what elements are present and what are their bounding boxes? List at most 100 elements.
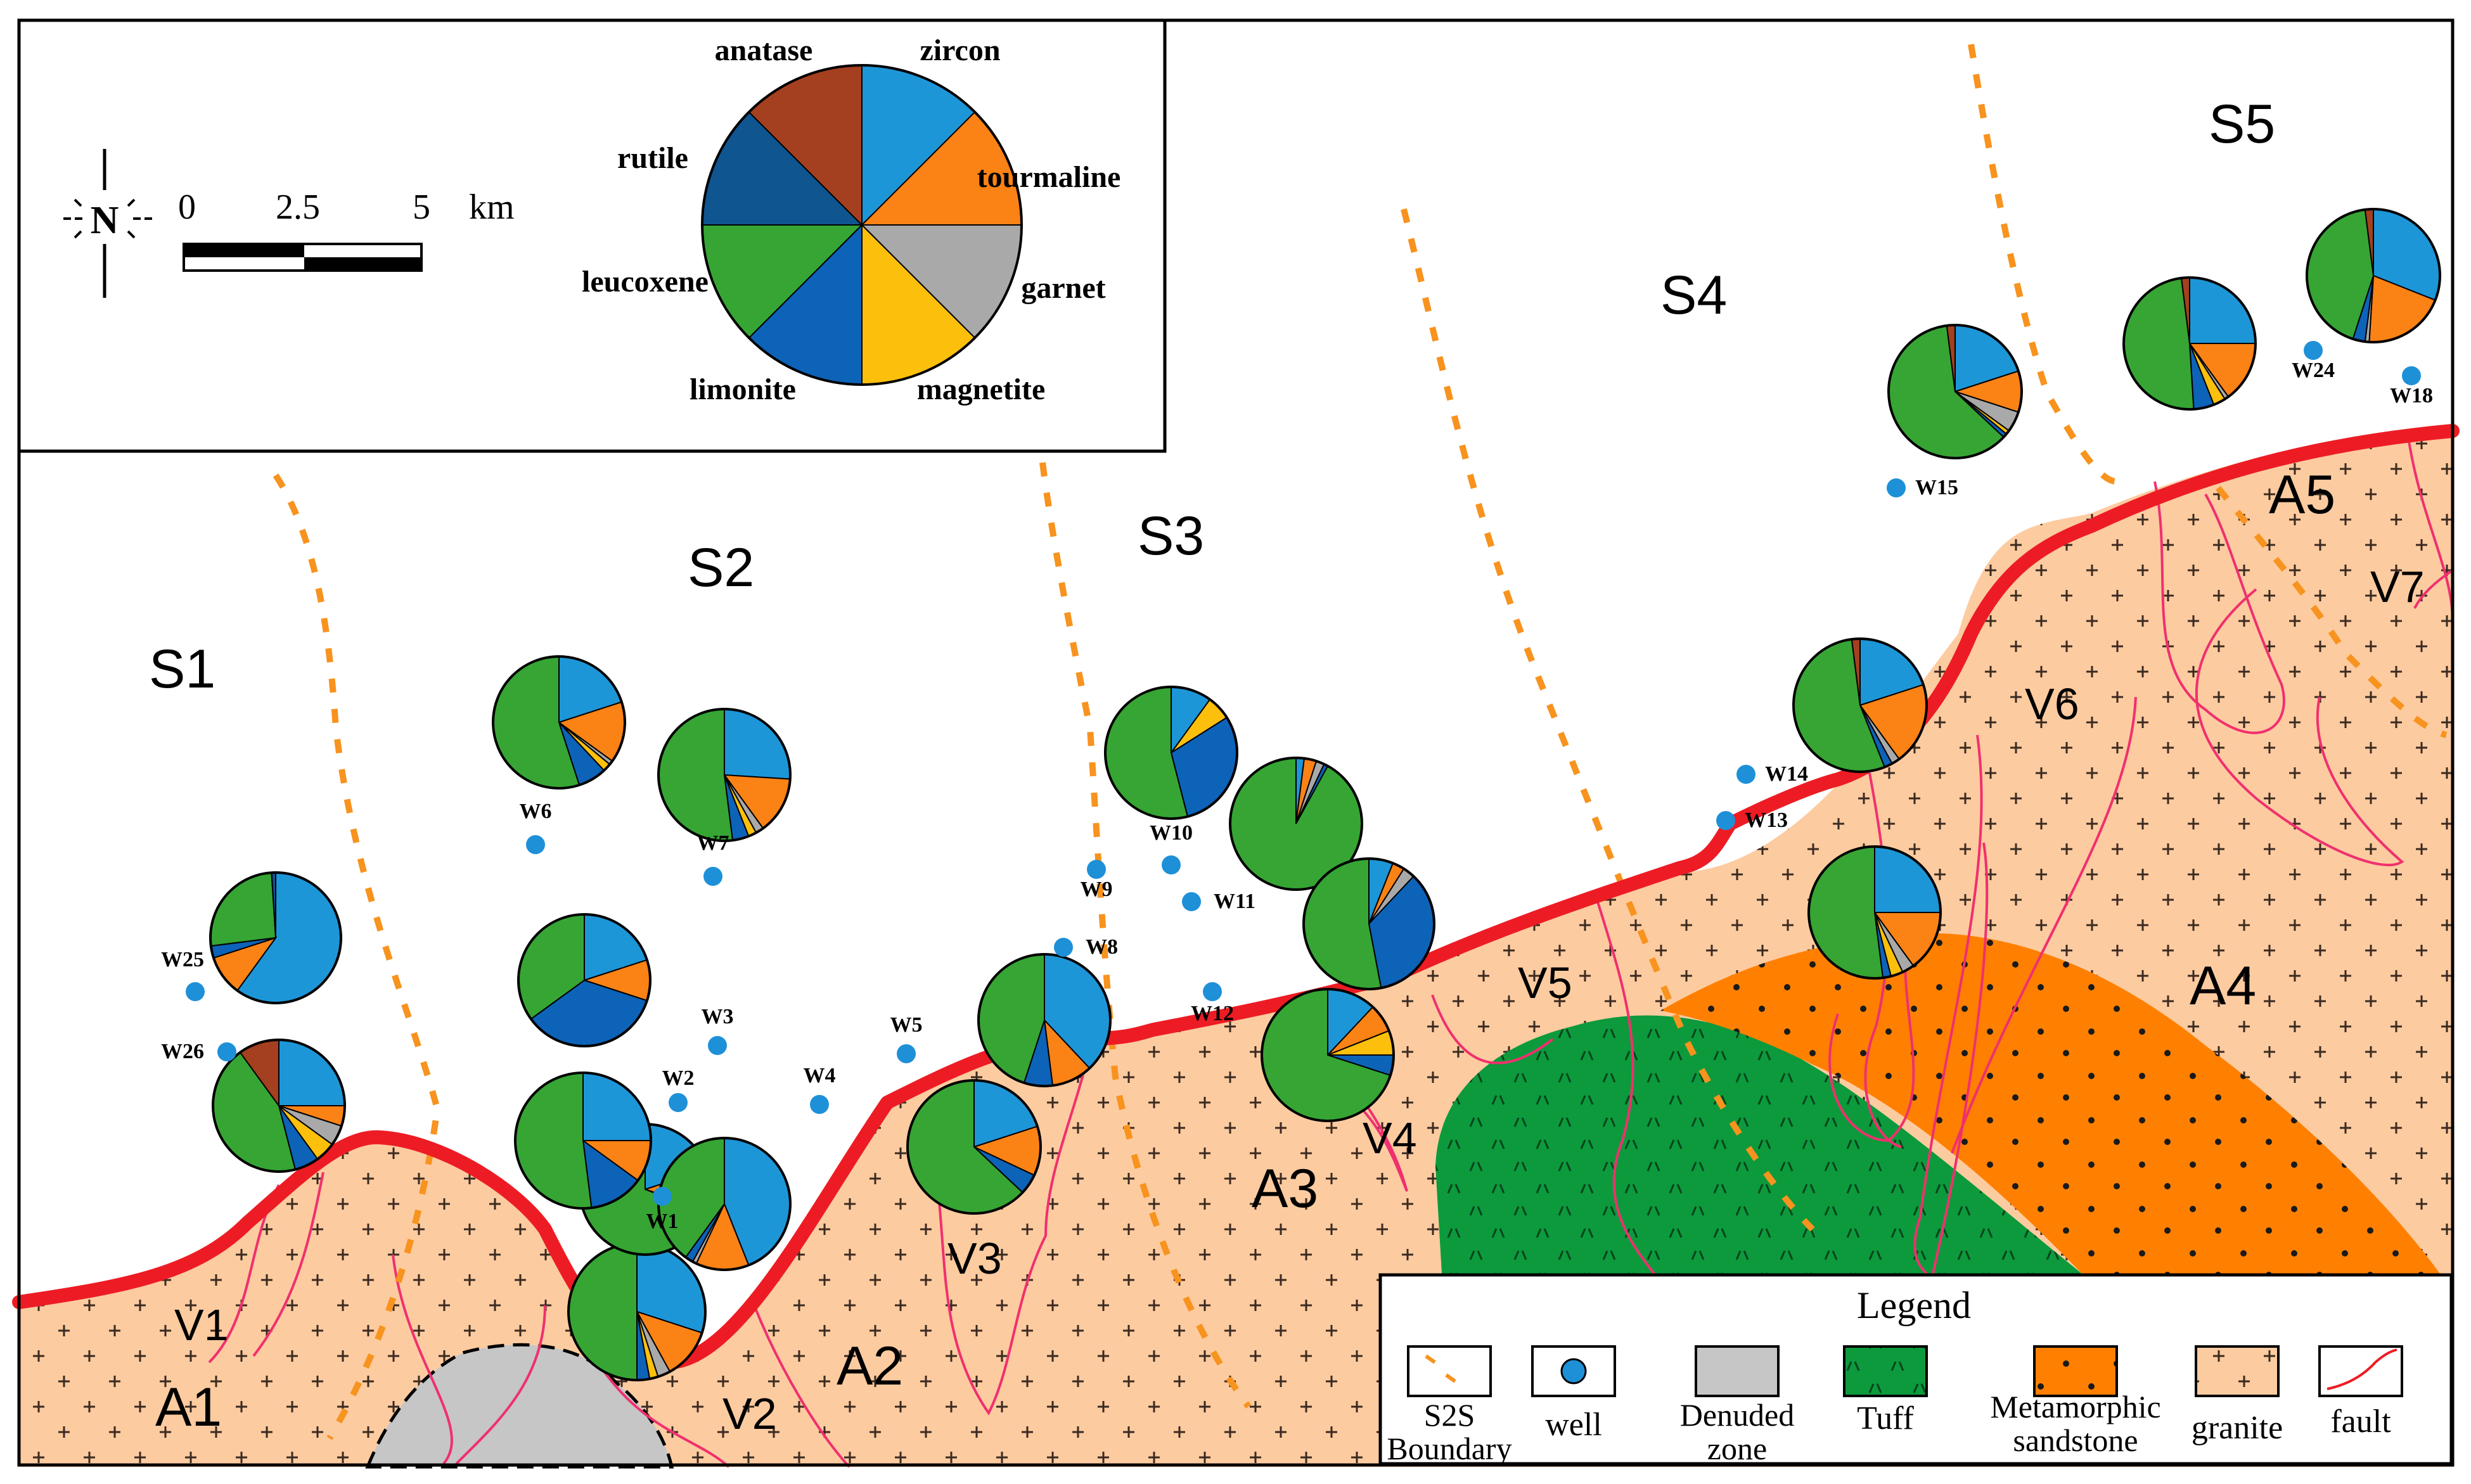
pie-outline [701,64,1023,386]
legend-sandstone-line2: sandstone [2013,1423,2138,1458]
well-icon [708,1036,727,1055]
fault-line [1828,931,1915,1142]
legend-sandstone-swatch [2033,1345,2118,1397]
mineral-pie [657,708,792,842]
fault-line [252,1172,324,1357]
well-label: W1 [646,1210,679,1233]
s2s-boundaries [273,44,2448,1440]
mineral-key-labels: zircontourmalinegarnetmagnetitelimonitel… [582,34,1120,406]
scale-bar: 0 2.5 5 km [178,188,515,272]
well-icon [217,1042,236,1061]
well-label: W24 [2292,359,2335,382]
pie-slice-leucoxene [210,872,277,947]
well-icon [1182,892,1201,911]
fault-line [753,1305,850,1468]
well-label: W15 [1915,476,1958,499]
valley-label-v2: V2 [722,1389,777,1438]
well-w3: W3 [702,1005,734,1055]
well-label: W10 [1150,821,1193,845]
well-label: W11 [1214,890,1255,913]
mineral-pie [1807,845,1942,980]
pie-outline [514,1071,652,1210]
legend-tuff-swatch [1843,1345,1928,1397]
well-w24: W24 [2292,341,2335,382]
mineral-label-magnetite: magnetite [917,373,1046,406]
source-label-s5: S5 [2209,94,2275,155]
well-w6: W6 [520,800,552,854]
pie-outline [2122,276,2257,411]
s2s-boundary-line [2216,485,2448,738]
legend-granite-swatch [2195,1345,2280,1397]
well-icon [1736,765,1755,784]
well-w13: W13 [1716,809,1788,832]
pie-slice-leucoxene [515,1071,593,1209]
fault-line [1913,734,1983,1275]
pie-outline [212,1039,346,1173]
well-w25: W25 [161,948,205,1001]
pie-outline [492,655,626,790]
legend-fault-label: fault [2330,1404,2391,1440]
mineral-pie [1104,686,1238,820]
mineral-label-leucoxene: leucoxene [582,265,709,298]
mineral-key-pie [701,64,1023,386]
s2s-boundary-line [273,473,441,1440]
well-icon [2304,341,2323,360]
mineral-pie [212,1039,346,1173]
legend-denuded-swatch [1695,1345,1780,1397]
mineral-pie [1229,757,1363,891]
legend-s2s-swatch [1407,1345,1492,1397]
well-label: W2 [662,1066,695,1090]
legend-s2s-line1: S2S [1424,1397,1475,1433]
pie-slice-leucoxene [2122,277,2195,411]
well-label: W5 [890,1013,923,1037]
legend-denuded-line2: zone [1707,1431,1767,1466]
mineral-pie [567,1242,707,1381]
pie-outline [1792,637,1928,773]
wells: W1W2W3W4W5W6W7W8W9W10W11W12W13W14W15W18W… [161,341,2433,1233]
fault-line [601,1367,730,1468]
mineral-pies [209,208,2441,1381]
mineral-pie [657,1137,792,1271]
well-label: W12 [1191,1002,1234,1025]
north-arrow: N [63,149,152,298]
valley-label-v6: V6 [2025,679,2079,729]
scale-unit: km [469,188,515,227]
well-icon [703,867,722,886]
well-icon [1162,855,1181,874]
mineral-pie [977,953,1112,1087]
well-w5: W5 [890,1013,923,1063]
pie-outline [1104,686,1238,820]
well-icon [1887,478,1906,497]
legend-title: Legend [1857,1284,1971,1326]
well-w8: W8 [1054,935,1118,959]
well-label: W8 [1086,935,1118,959]
mineral-pie [2122,276,2257,411]
well-w26: W26 [161,1040,236,1063]
well-icon [1203,982,1222,1001]
well-icon [1087,860,1106,879]
legend-s2s-line2: Boundary [1387,1431,1511,1466]
well-w12: W12 [1191,982,1234,1025]
legend: Legend S2S Boundary well Denuded zone Tu… [1378,1273,2453,1466]
well-w15: W15 [1887,476,1958,499]
sandstone-area [1660,933,2440,1274]
well-label: W14 [1765,762,1808,786]
mineral-pie [906,1079,1042,1215]
well-label: W9 [1081,878,1113,901]
mineral-pie [514,1071,652,1210]
mineral-label-zircon: zircon [920,34,1000,67]
legend-denuded-line1: Denuded [1680,1397,1795,1433]
mineral-label-garnet: garnet [1021,271,1105,305]
source-label-s2: S2 [688,537,754,598]
mineral-pie [1887,324,2023,459]
mineral-pie [1302,857,1435,990]
map-frame [17,18,2455,1467]
valley-label-v3: V3 [947,1234,1002,1283]
well-w14: W14 [1736,762,1808,786]
well-label: W3 [702,1005,734,1028]
mineral-label-rutile: rutile [617,141,688,175]
fault-line [2153,481,2285,734]
legend-granite-label: granite [2192,1410,2283,1446]
